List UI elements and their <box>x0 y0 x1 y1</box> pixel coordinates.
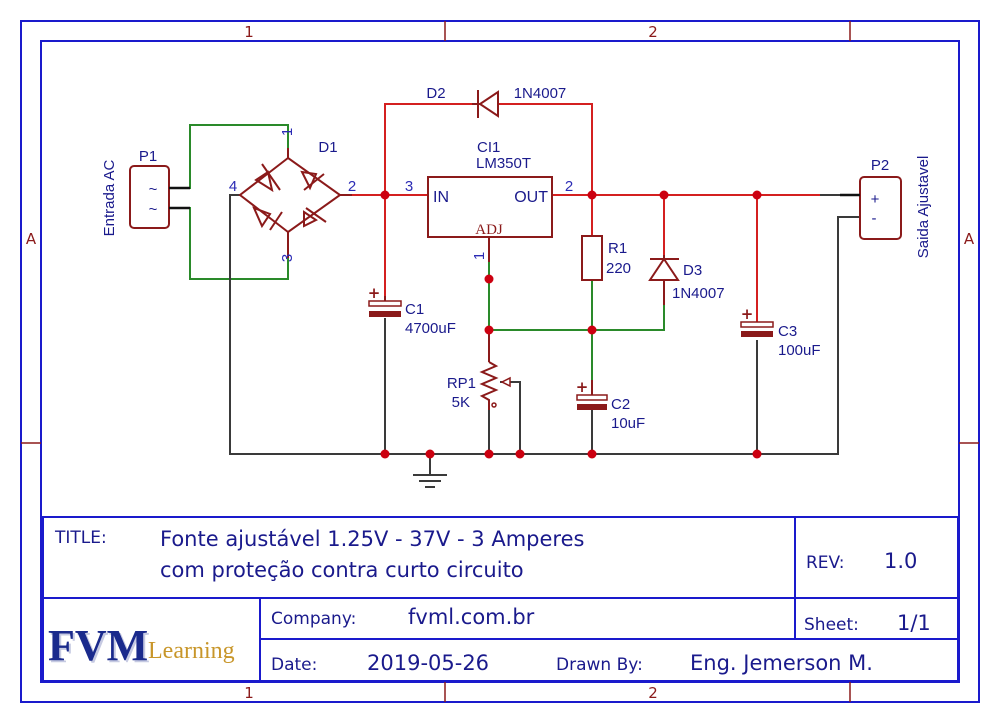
junction-dot <box>587 325 597 335</box>
ci1-pin-out-num: 2 <box>565 178 573 195</box>
ground-icon <box>413 474 447 488</box>
p1-label: Entrada AC <box>101 159 118 236</box>
junction-dot <box>659 190 669 200</box>
zone-label-top-2: 2 <box>648 23 658 41</box>
p2-pin-plus: + <box>871 191 880 208</box>
rev-key: REV: <box>806 553 845 573</box>
d2-value: 1N4007 <box>514 85 567 102</box>
capacitor-c2[interactable]: + C2 10uF <box>576 378 645 432</box>
c3-ref: C3 <box>778 323 797 340</box>
logo-sub: Learning <box>148 638 235 664</box>
diode-d2[interactable]: D2 1N4007 <box>426 85 566 118</box>
date-key: Date: <box>271 655 317 675</box>
wire-d2-left <box>384 103 472 195</box>
junction-dot <box>484 449 494 459</box>
outer-border <box>20 20 980 703</box>
d1-pin-4: 4 <box>229 178 237 195</box>
p2-ref: P2 <box>871 157 889 174</box>
title-line-1: Fonte ajustável 1.25V - 37V - 3 Amperes <box>160 527 584 551</box>
diode-d3[interactable]: D3 1N4007 <box>648 255 725 305</box>
date-value: 2019-05-26 <box>367 651 489 675</box>
r1-ref: R1 <box>608 240 627 257</box>
ci1-pin-in: IN <box>433 189 449 206</box>
zone-label-top-1: 1 <box>244 23 254 41</box>
ci1-pin-adj: ADJ <box>475 222 503 238</box>
connector-p1[interactable]: ~ ~ P1 Entrada AC <box>101 148 190 236</box>
junction-dot <box>380 190 390 200</box>
zone-label-right-a: A <box>964 230 975 248</box>
junction-dot <box>587 190 597 200</box>
rev-value: 1.0 <box>884 549 917 573</box>
sheet-value: 1/1 <box>897 611 931 635</box>
wire-d2-right <box>498 103 593 195</box>
p2-pin-minus: - <box>872 210 877 227</box>
junction-dot <box>752 190 762 200</box>
sheet-key: Sheet: <box>804 615 859 635</box>
wire-adj-d3 <box>489 305 665 331</box>
company-value: fvml.com.br <box>408 605 535 629</box>
c1-plus: + <box>368 284 381 302</box>
c2-ref: C2 <box>611 396 630 413</box>
drawn-by-key: Drawn By: <box>556 655 643 675</box>
d3-ref: D3 <box>683 262 702 279</box>
junction-dot <box>484 274 494 284</box>
drawn-by-value: Eng. Jemerson M. <box>690 651 873 675</box>
connector-p2[interactable]: + - P2 Saida Ajustavel <box>840 156 932 259</box>
junction-dot <box>587 449 597 459</box>
c2-value: 10uF <box>611 415 645 432</box>
r1-value: 220 <box>606 260 631 277</box>
ci1-value: LM350T <box>476 155 531 172</box>
wire-rp1-wiper <box>500 381 521 454</box>
resistor-r1[interactable]: R1 220 <box>581 235 631 281</box>
logo-main: FVM <box>48 621 148 670</box>
p2-label: Saida Ajustavel <box>915 156 932 259</box>
junction-dot <box>484 325 494 335</box>
d1-pin-1: 1 <box>279 128 296 136</box>
d3-value: 1N4007 <box>672 285 725 302</box>
c3-plus: + <box>741 305 754 323</box>
logo-shadow: FVM <box>50 623 150 672</box>
c2-plus: + <box>576 378 589 396</box>
c3-value: 100uF <box>778 342 821 359</box>
title-key: TITLE: <box>54 528 107 548</box>
zone-label-left-a: A <box>26 230 37 248</box>
company-key: Company: <box>271 609 356 629</box>
junction-dot <box>752 449 762 459</box>
zone-label-bottom-1: 1 <box>244 684 254 702</box>
ci1-pin-out: OUT <box>514 189 548 206</box>
regulator-ci1[interactable]: CI1 LM350T IN OUT ADJ 3 2 1 <box>405 139 573 262</box>
fvm-learning-logo: FVM FVM Learning <box>48 621 235 672</box>
wires-red <box>340 103 840 322</box>
d1-pin-2: 2 <box>348 178 356 195</box>
p1-pin-1: ~ <box>149 181 158 198</box>
bridge-rectifier-d1[interactable]: D1 1 2 3 4 <box>229 128 356 262</box>
d1-pin-3: 3 <box>279 254 296 262</box>
capacitor-c3[interactable]: + C3 100uF <box>740 305 821 359</box>
ci1-pin-adj-num: 1 <box>471 252 488 260</box>
c1-ref: C1 <box>405 301 424 318</box>
ci1-pin-in-num: 3 <box>405 178 413 195</box>
p1-pin-2: ~ <box>149 201 158 218</box>
wire-ground-rail <box>229 194 860 455</box>
junctions <box>380 190 762 459</box>
title-block: TITLE: Fonte ajustável 1.25V - 37V - 3 A… <box>42 516 959 682</box>
d1-ref: D1 <box>318 139 337 156</box>
potentiometer-rp1[interactable]: RP1 5K <box>447 330 511 411</box>
rp1-ref: RP1 <box>447 375 476 392</box>
zone-label-bottom-2: 2 <box>648 684 658 702</box>
p1-ref: P1 <box>139 148 157 165</box>
junction-dot <box>425 449 435 459</box>
capacitor-c1[interactable]: + C1 4700uF <box>368 284 456 337</box>
junction-dot <box>515 449 525 459</box>
ci1-ref: CI1 <box>477 139 500 156</box>
d2-ref: D2 <box>426 85 445 102</box>
title-line-2: com proteção contra curto circuito <box>160 558 524 582</box>
rp1-value: 5K <box>452 394 470 411</box>
junction-dot <box>380 449 390 459</box>
c1-value: 4700uF <box>405 320 456 337</box>
